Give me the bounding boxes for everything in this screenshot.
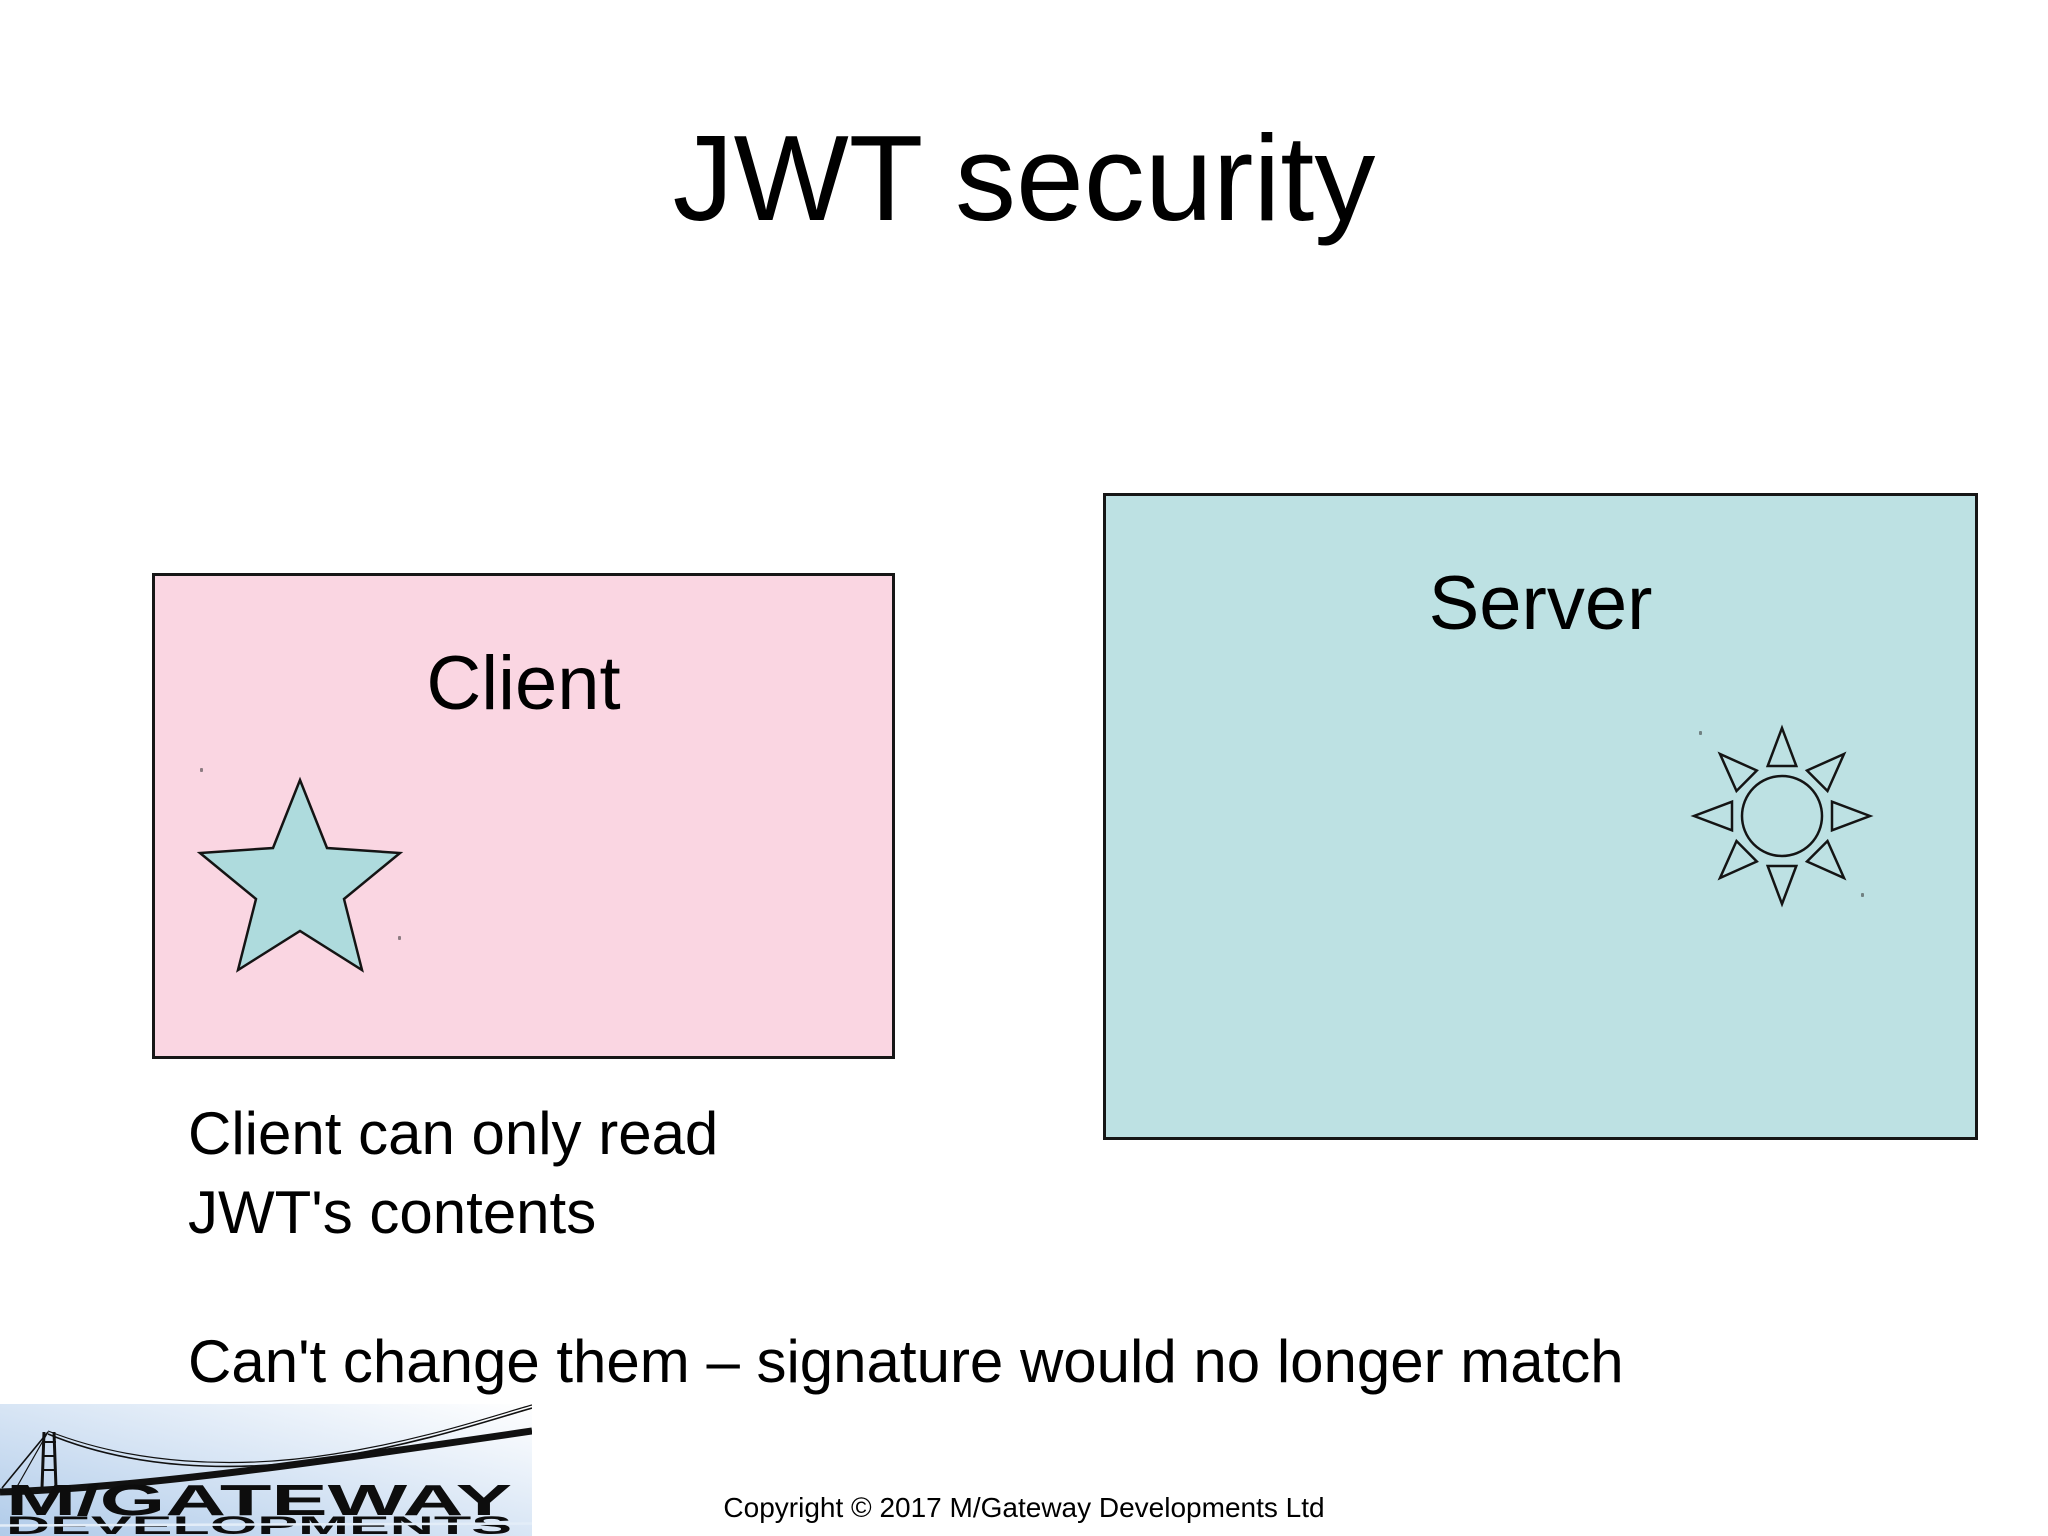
stray-mark (1699, 731, 1702, 735)
integrity-caption: Can't change them – signature would no l… (188, 1328, 1624, 1395)
logo-wordmark-top: M/GATEWAY (6, 1476, 512, 1525)
client-caption: Client can only read JWT's contents (188, 1100, 719, 1247)
star-icon (196, 776, 404, 973)
mgateway-logo: M/GATEWAY DEVELOPMENTS (0, 1404, 532, 1536)
client-box-label: Client (426, 641, 621, 726)
suspension-bridge-icon (0, 1404, 532, 1496)
copyright-text: Copyright © 2017 M/Gateway Developments … (723, 1492, 1325, 1523)
logo-stencil-line (0, 1522, 532, 1527)
page-title: JWT security (672, 110, 1376, 246)
sun-icon (1690, 724, 1874, 908)
stray-mark (398, 936, 401, 940)
stray-mark (1861, 893, 1864, 897)
server-box-label: Server (1428, 561, 1653, 646)
stray-mark (200, 768, 203, 772)
client-box: Client (152, 573, 895, 1059)
